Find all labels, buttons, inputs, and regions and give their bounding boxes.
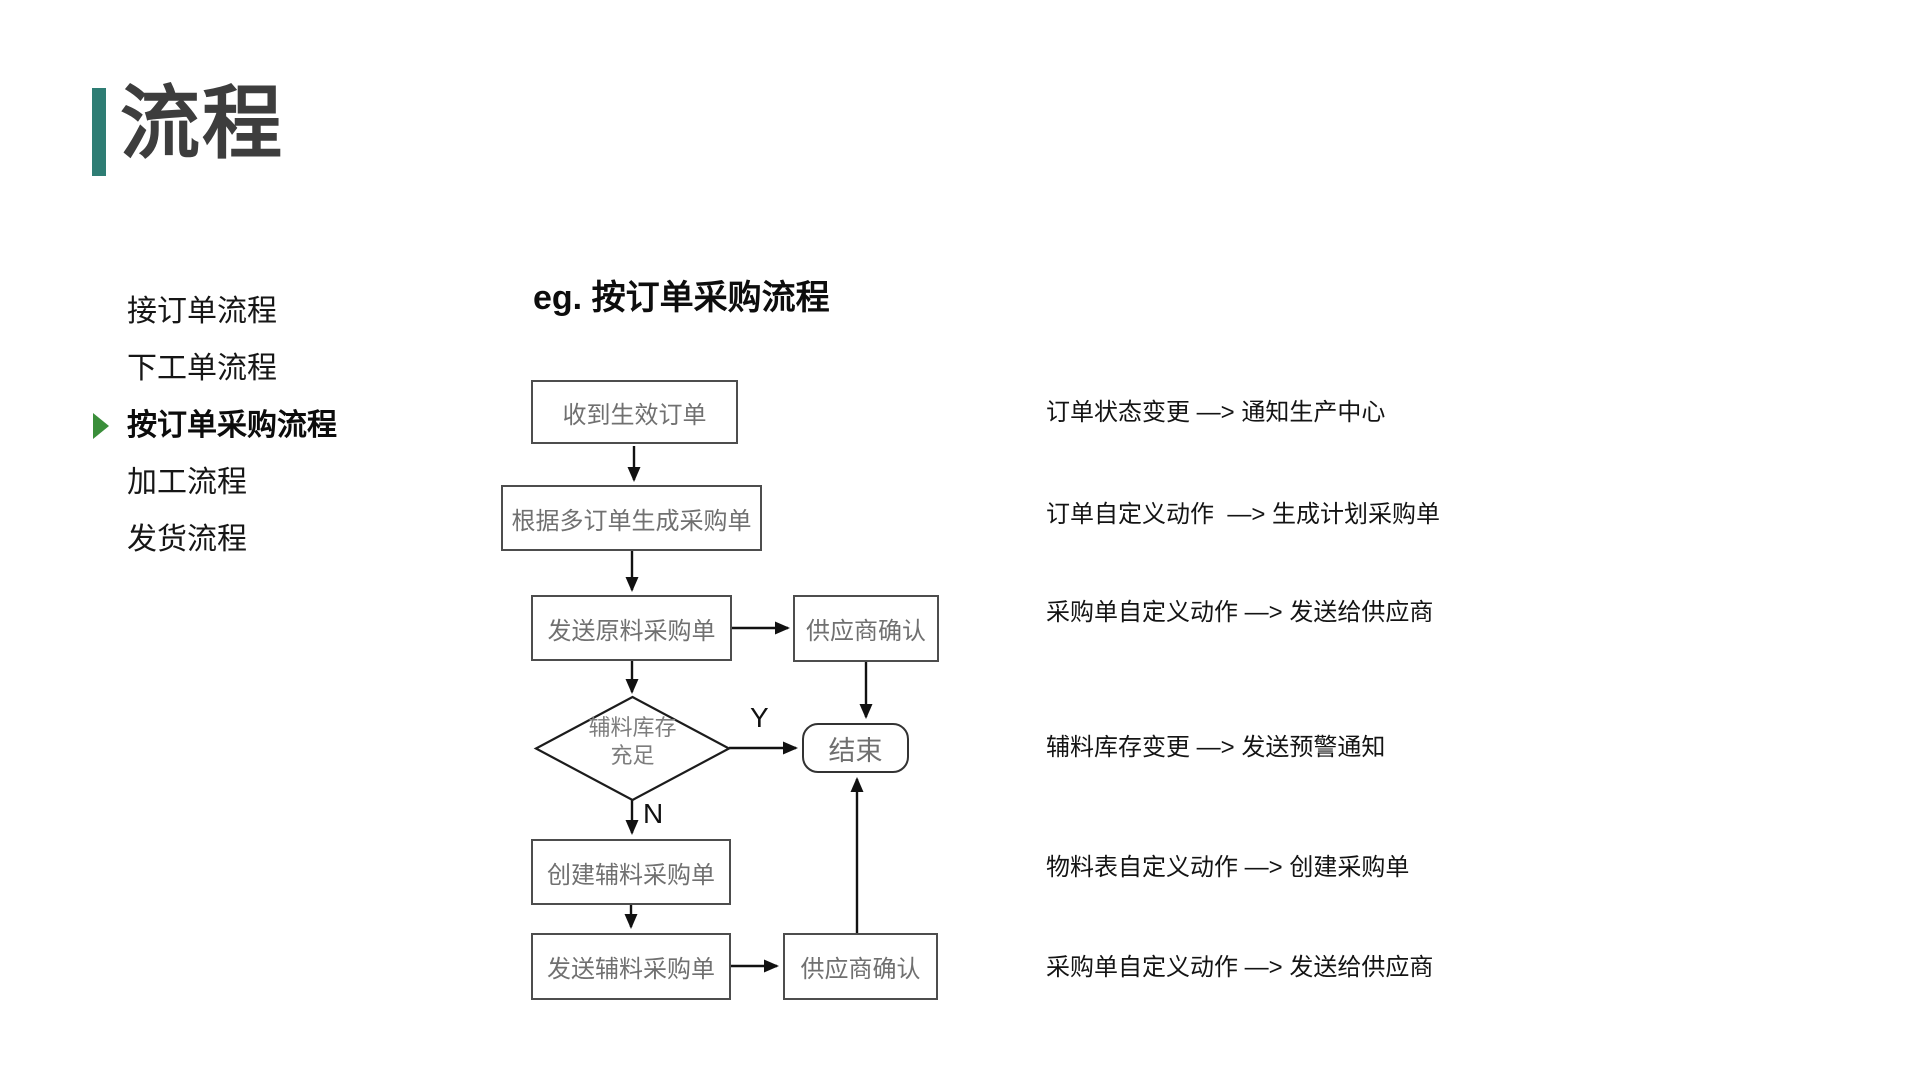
annotation-order-status-change: 订单状态变更 —> 通知生产中心 <box>1046 399 1386 426</box>
diagram-title: eg. 按订单采购流程 <box>533 279 830 317</box>
annotation-po-custom-action-1: 采购单自定义动作 —> 发送给供应商 <box>1046 599 1434 626</box>
node-end: 结束 <box>802 723 909 773</box>
node-receive-effective-order: 收到生效订单 <box>531 380 738 444</box>
branch-label-yes: Y <box>750 702 769 733</box>
sidebar-item-processing-flow[interactable]: 加工流程 <box>127 454 337 511</box>
sidebar-item-label: 接订单流程 <box>127 295 277 328</box>
node-stock-decision-label: 辅料库存 充足 <box>560 714 705 770</box>
annotation-aux-stock-change: 辅料库存变更 —> 发送预警通知 <box>1046 734 1386 761</box>
node-send-raw-material-po: 发送原料采购单 <box>531 595 732 661</box>
branch-label-no: N <box>643 798 664 829</box>
active-triangle-icon <box>93 412 109 439</box>
sidebar-item-work-order-flow[interactable]: 下工单流程 <box>127 340 337 397</box>
sidebar-item-label: 加工流程 <box>127 466 247 499</box>
node-supplier-confirm-2: 供应商确认 <box>783 933 938 1000</box>
sidebar-item-label: 发货流程 <box>127 523 247 556</box>
annotation-po-custom-action-2: 采购单自定义动作 —> 发送给供应商 <box>1046 954 1434 981</box>
annotation-bom-custom-action: 物料表自定义动作 —> 创建采购单 <box>1046 854 1410 881</box>
sidebar-item-receive-order-flow[interactable]: 接订单流程 <box>127 283 337 340</box>
sidebar-item-purchase-by-order-flow[interactable]: 按订单采购流程 <box>93 397 337 454</box>
decision-line-1: 辅料库存 <box>588 715 677 740</box>
process-list: 接订单流程 下工单流程 按订单采购流程 加工流程 发货流程 <box>93 283 337 568</box>
node-create-aux-material-po: 创建辅料采购单 <box>531 839 731 905</box>
node-send-aux-material-po: 发送辅料采购单 <box>531 933 731 1000</box>
page-title: 流程 <box>120 79 284 168</box>
sidebar-item-label: 下工单流程 <box>127 352 277 385</box>
sidebar-item-shipping-flow[interactable]: 发货流程 <box>127 511 337 568</box>
decision-line-2: 充足 <box>610 743 655 768</box>
annotation-order-custom-action: 订单自定义动作 —> 生成计划采购单 <box>1046 501 1441 528</box>
sidebar-item-label: 按订单采购流程 <box>127 409 337 442</box>
node-supplier-confirm-1: 供应商确认 <box>793 595 939 662</box>
node-generate-purchase-order: 根据多订单生成采购单 <box>501 485 762 551</box>
title-accent-bar <box>92 88 106 176</box>
